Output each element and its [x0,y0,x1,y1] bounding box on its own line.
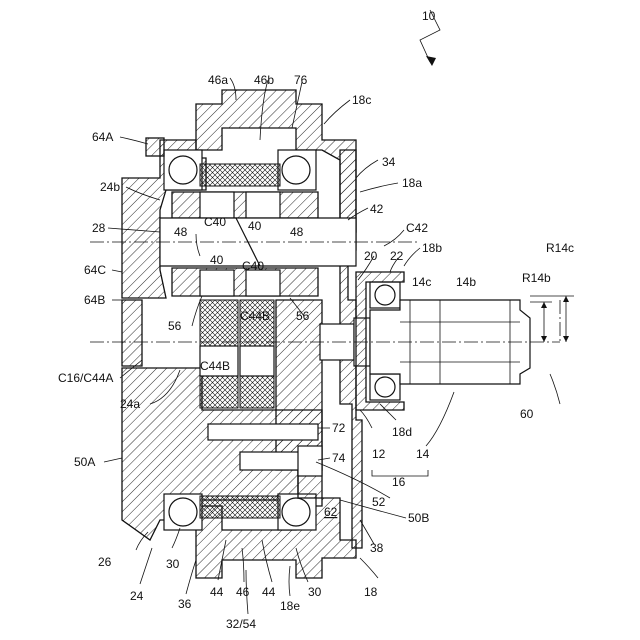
label-18e: 18e [280,599,300,613]
label-24a: 24a [120,397,140,411]
label-64C: 64C [84,263,106,277]
label-44a: 44 [210,585,224,599]
label-74: 74 [332,451,346,465]
bearing-upper-left [164,150,202,190]
label-48b: 48 [290,225,304,239]
label-28: 28 [92,221,106,235]
label-46: 46 [236,585,250,599]
label-C42: C42 [406,221,428,235]
bolt-64a [146,138,164,156]
label-56a: 56 [168,319,182,333]
label-44b: 44 [262,585,276,599]
label-10: 10 [422,9,436,23]
label-16: 16 [392,475,406,489]
dimension-r14 [530,296,574,342]
pin-72 [208,424,318,440]
label-48a: 48 [174,225,188,239]
label-24: 24 [130,589,144,603]
label-46b: 46b [254,73,274,87]
label-22: 22 [390,249,404,263]
label-18: 18 [364,585,378,599]
label-50A: 50A [74,455,95,469]
label-72: 72 [332,421,346,435]
label-38: 38 [370,541,384,555]
label-64B: 64B [84,293,105,307]
label-42: 42 [370,202,384,216]
label-18a: 18a [402,176,422,190]
label-60: 60 [520,407,534,421]
label-C40a: C40 [204,215,226,229]
label-C40b: C40 [242,259,264,273]
label-C16: C16/C44A [58,371,113,385]
label-C44Ba: C44B [240,309,270,323]
label-36: 36 [178,597,192,611]
label-40a: 40 [248,219,262,233]
label-62: 62 [324,505,338,519]
label-C44Bb: C44B [200,359,230,373]
label-56b: 56 [296,309,310,323]
label-64A: 64A [92,130,113,144]
label-18b: 18b [422,241,442,255]
label-32-54: 32/54 [226,617,256,631]
label-52: 52 [372,495,386,509]
label-34: 34 [382,155,396,169]
label-50B: 50B [408,511,429,525]
label-18d: 18d [392,425,412,439]
label-14: 14 [416,447,430,461]
bearing-lower-left [164,494,202,530]
label-30a: 30 [166,557,180,571]
label-20: 20 [364,249,378,263]
label-76: 76 [294,73,308,87]
bearing-lower-right [278,494,316,530]
label-R14b: R14b [522,271,551,285]
label-30b: 30 [308,585,322,599]
label-46a: 46a [208,73,228,87]
label-18c: 18c [352,93,371,107]
label-14b: 14b [456,275,476,289]
label-12: 12 [372,447,386,461]
label-40b: 40 [210,253,224,267]
bearing-upper-right [278,150,316,190]
label-24b: 24b [100,180,120,194]
label-26: 26 [98,555,112,569]
label-R14c: R14c [546,241,574,255]
label-14c: 14c [412,275,431,289]
